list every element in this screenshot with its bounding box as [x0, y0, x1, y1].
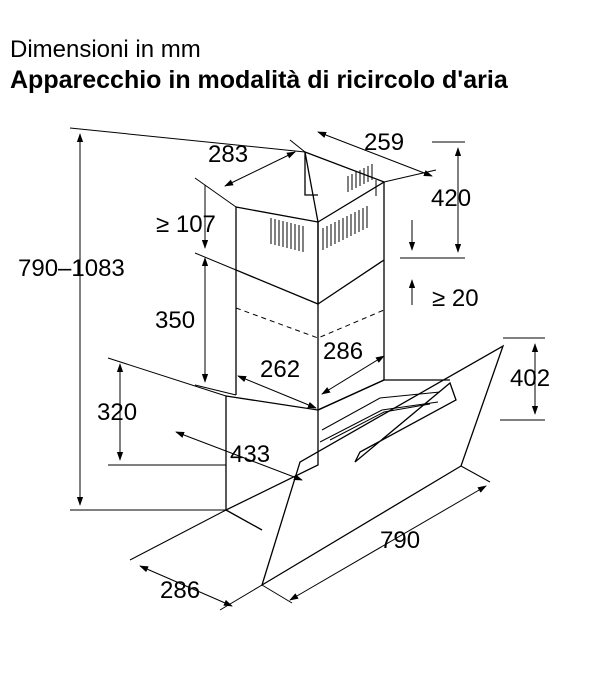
dim-chimney-depth-bottom: [237, 375, 317, 409]
label-min-gap-ceiling: ≥ 20: [432, 285, 479, 312]
dim-chimney-depth-top: [224, 139, 306, 187]
label-chimney-depth-bottom: 262: [260, 356, 300, 383]
label-hood-depth: 286: [160, 577, 200, 604]
dim-glass-height: [500, 337, 545, 421]
dim-min-gap-top: [194, 177, 237, 271]
label-body-depth: 433: [230, 441, 270, 468]
label-body-height: 320: [97, 399, 137, 426]
label-min-gap-top: ≥ 107: [156, 211, 216, 238]
body-bottom-edge: [225, 509, 263, 531]
label-total-height: 790–1083: [18, 255, 125, 282]
outer-chimney: [235, 206, 385, 411]
drawing-title: Apparecchio in modalità di ricircolo d'a…: [10, 66, 508, 94]
dim-chimney-width-bottom: [321, 355, 385, 395]
dim-chimney-width-top: [317, 131, 437, 183]
dim-outer-chimney-height: [194, 257, 237, 396]
inner-chimney: [270, 150, 386, 257]
label-glass-height: 402: [510, 365, 550, 392]
label-inner-chimney-height: 420: [431, 185, 471, 212]
label-chimney-width-top: 259: [364, 129, 404, 156]
dim-inner-chimney-height: [400, 141, 465, 259]
label-outer-chimney-height: 350: [155, 307, 195, 334]
label-hood-width: 790: [380, 527, 420, 554]
label-chimney-width-bottom: 286: [323, 338, 363, 365]
dim-hood-width: [261, 465, 491, 604]
dim-total-height: [69, 127, 306, 511]
dim-hood-depth: [129, 509, 263, 611]
dim-body-depth: [175, 431, 303, 481]
label-chimney-depth-top: 283: [208, 141, 248, 168]
drawing-subtitle: Dimensioni in mm: [10, 36, 201, 63]
